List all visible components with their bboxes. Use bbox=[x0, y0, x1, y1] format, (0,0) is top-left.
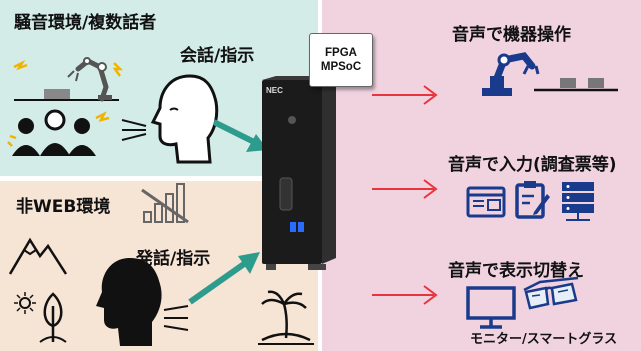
nec-computer-device bbox=[262, 76, 336, 270]
speech-waves-icon bbox=[121, 119, 147, 141]
utterance-label: 発話/指示 bbox=[136, 249, 211, 269]
industrial-robot-icon bbox=[482, 52, 618, 96]
no-signal-icon bbox=[141, 183, 189, 224]
robot-arm-icon bbox=[13, 57, 124, 102]
output-panel bbox=[322, 0, 641, 351]
mountain-icon bbox=[8, 237, 68, 275]
server-icon bbox=[562, 182, 594, 221]
clipboard-icon bbox=[515, 181, 550, 219]
output-label-data-input: 音声で入力(調査票等) bbox=[448, 155, 617, 175]
tree-icon bbox=[39, 292, 67, 343]
output-label-device-control: 音声で機器操作 bbox=[452, 25, 571, 45]
red-arrow-1 bbox=[372, 85, 438, 105]
speaker-head-dark-icon bbox=[96, 258, 162, 346]
teal-arrow-bottom bbox=[188, 252, 260, 305]
document-icon bbox=[466, 186, 506, 218]
device-brand: NEC bbox=[266, 86, 283, 95]
monitor-glasses-caption: モニター/スマートグラス bbox=[470, 332, 618, 347]
palm-island-icon bbox=[258, 290, 314, 345]
mpsoc-label: MPSoC bbox=[320, 61, 362, 73]
fpga-label: FPGA bbox=[325, 47, 357, 59]
output-label-display-switch: 音声で表示切替え bbox=[448, 261, 584, 281]
red-arrow-3 bbox=[372, 285, 438, 305]
speech-waves-dark-icon bbox=[163, 305, 189, 331]
people-group-icon bbox=[7, 109, 110, 156]
speaker-head-icon bbox=[150, 74, 219, 164]
conversation-label: 会話/指示 bbox=[180, 46, 255, 66]
noisy-environment-title: 騒音環境/複数話者 bbox=[14, 13, 157, 33]
red-arrow-2 bbox=[372, 179, 438, 199]
fpga-chip-callout: FPGA MPSoC bbox=[309, 33, 373, 87]
monitor-icon bbox=[466, 286, 516, 329]
non-web-environment-title: 非WEB環境 bbox=[16, 197, 111, 217]
smart-glasses-icon bbox=[523, 276, 579, 310]
sun-icon bbox=[14, 292, 36, 314]
